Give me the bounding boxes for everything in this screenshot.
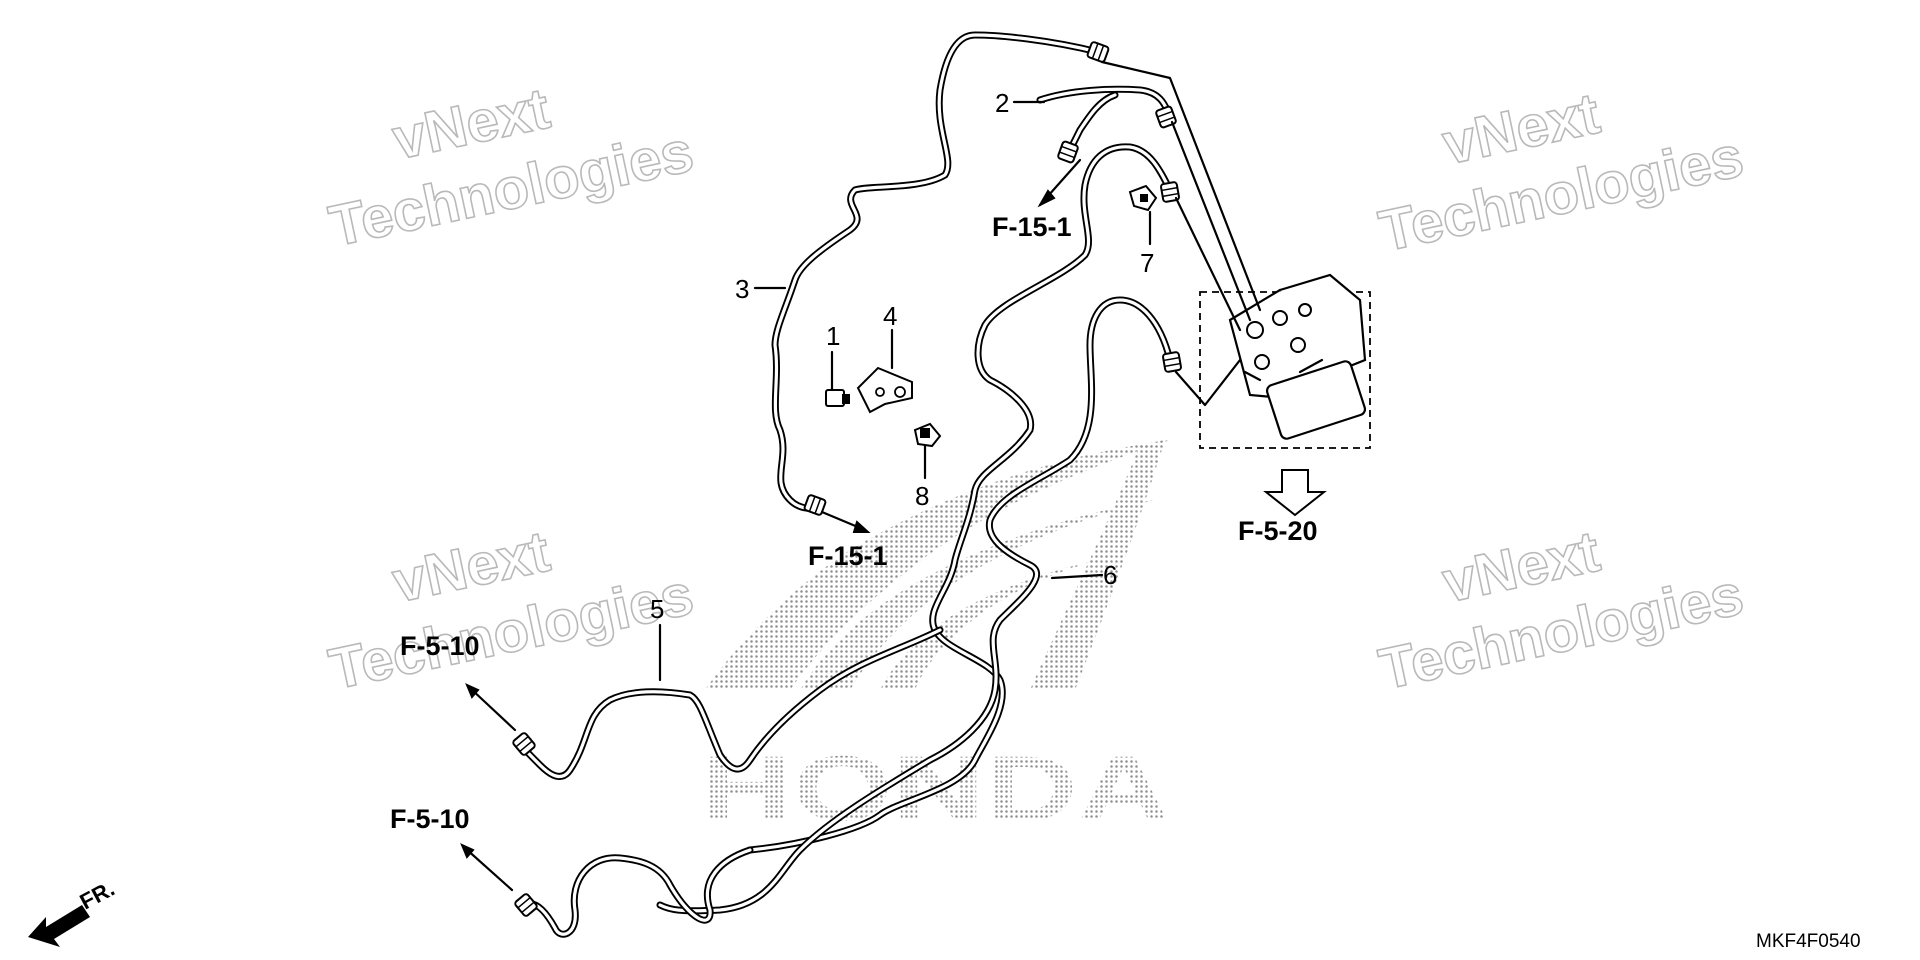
reference-f-15-1-bottom: F-15-1 [808,541,888,571]
brake-hose-2 [1036,85,1178,165]
diagram-code: MKF4F0540 [1756,931,1861,952]
line-to-abs [1174,358,1242,407]
line-to-abs [1174,196,1242,332]
watermark: vNext Technologies [323,75,700,260]
callout-2: 2 [995,88,1009,118]
line-to-abs [1170,120,1252,322]
clip-1 [825,389,850,407]
leader-6 [1050,573,1104,580]
abs-modulator [1228,273,1367,440]
callout-3: 3 [735,274,749,304]
callout-4: 4 [883,301,897,331]
brake-pipe-5 [511,626,944,938]
reference-arrows [460,158,1327,892]
joint-7 [1128,184,1158,212]
callout-1: 1 [826,321,840,351]
reference-f-5-20: F-5-20 [1238,516,1318,546]
bracket-4 [856,366,913,414]
bolt-8 [913,422,942,448]
callout-8: 8 [915,481,929,511]
line-to-abs [1100,60,1262,312]
watermark: vNext Technologies [1373,80,1750,265]
brake-pipe-6 [656,143,1183,915]
brand-wing-logo [705,440,1170,690]
brake-hose-3 [771,31,1111,517]
watermark: vNext Technologies [1373,518,1750,703]
front-direction-indicator: FR. [28,876,119,947]
callout-5: 5 [650,594,664,624]
callout-7: 7 [1140,248,1154,278]
reference-f-5-10-upper: F-5-10 [400,631,480,661]
reference-f-5-10-lower: F-5-10 [390,804,470,834]
reference-f-15-1-top: F-15-1 [992,212,1072,242]
watermark: vNext Technologies [323,518,700,703]
callout-6: 6 [1103,560,1117,590]
